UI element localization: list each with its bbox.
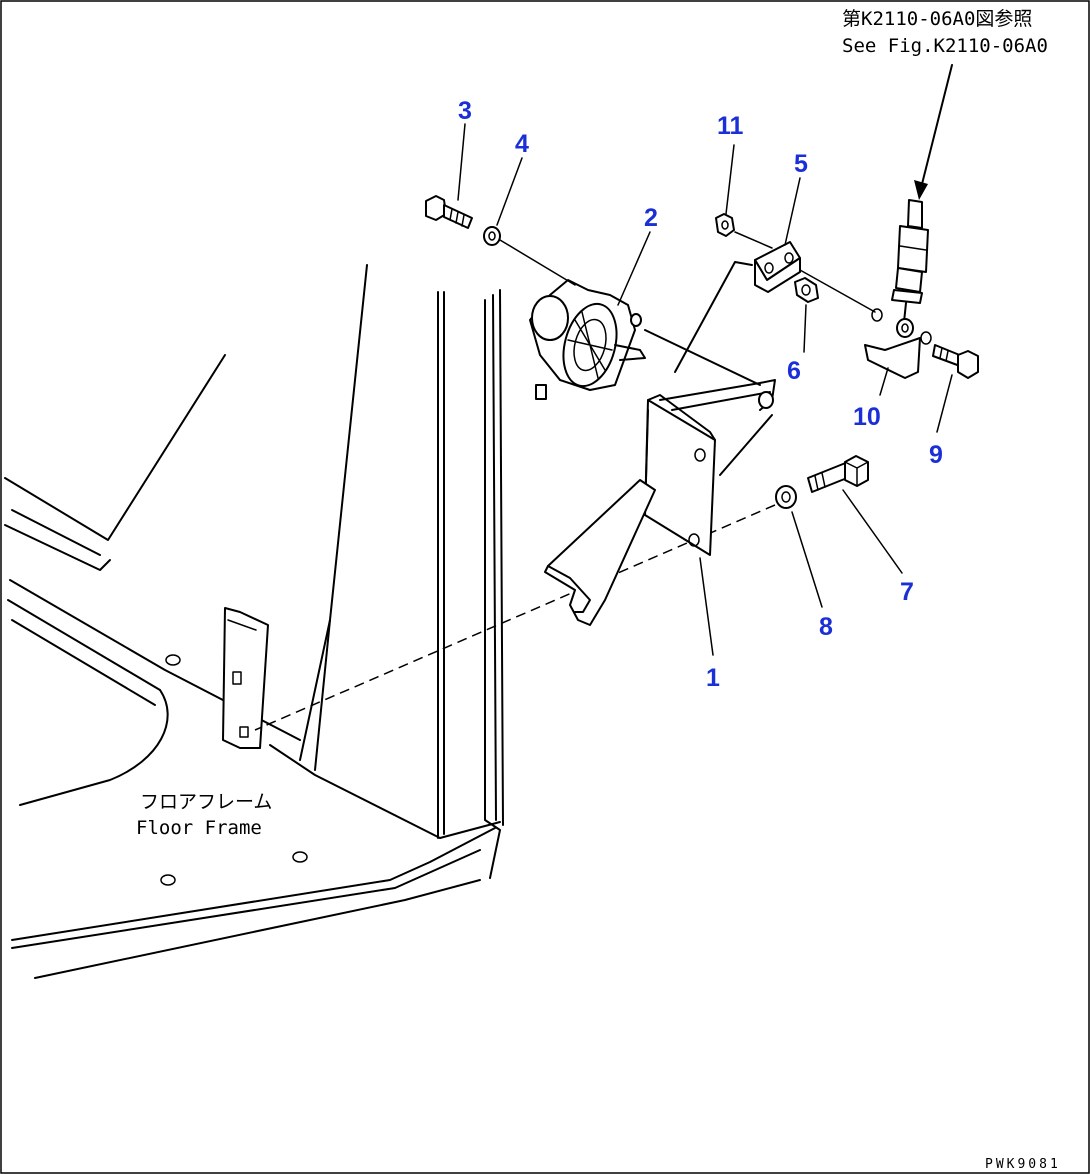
part-number-10: 10 xyxy=(853,403,881,431)
part-number-2: 2 xyxy=(644,204,658,232)
part-number-6: 6 xyxy=(787,357,801,385)
part-number-7: 7 xyxy=(900,578,914,606)
reference-arrow xyxy=(914,64,953,200)
motor-assembly xyxy=(529,279,646,400)
drawing-code: PWK9081 xyxy=(985,1157,1061,1172)
part-number-5: 5 xyxy=(794,150,808,178)
link-rod xyxy=(644,261,773,476)
part-number-4: 4 xyxy=(515,130,529,158)
alignment-line xyxy=(254,504,776,731)
reference-note-japanese: 第K2110-06A0図参照 xyxy=(842,8,1032,30)
floor-frame-label-japanese: フロアフレーム xyxy=(140,791,272,813)
part-number-3: 3 xyxy=(458,97,472,125)
part-number-labels: 1 2 3 4 5 6 7 8 9 10 11 xyxy=(458,97,943,692)
washer-4 xyxy=(483,226,501,246)
bolt-3-axis-line xyxy=(499,239,576,286)
nut-6 xyxy=(794,277,819,303)
bolt-9 xyxy=(932,344,979,379)
part-number-1: 1 xyxy=(706,664,720,692)
reference-note-english: See Fig.K2110-06A0 xyxy=(842,35,1048,57)
nut-11-axis-line xyxy=(734,231,773,249)
floor-frame-label: フロアフレーム Floor Frame xyxy=(136,791,272,839)
bracket xyxy=(544,379,776,626)
floor-frame-structure xyxy=(4,264,504,979)
part-number-8: 8 xyxy=(819,613,833,641)
part-number-9: 9 xyxy=(929,441,943,469)
clamp-axis-line xyxy=(799,269,876,313)
floor-frame-label-english: Floor Frame xyxy=(136,817,262,839)
control-cable xyxy=(891,199,929,338)
bolt-3 xyxy=(425,195,473,229)
nut-11 xyxy=(715,213,735,237)
leader-lines xyxy=(457,123,953,656)
bolt-7 xyxy=(807,455,869,493)
plate-10 xyxy=(864,308,932,379)
washer-8 xyxy=(775,485,797,509)
part-number-11: 11 xyxy=(717,112,744,140)
reference-note: 第K2110-06A0図参照 See Fig.K2110-06A0 xyxy=(842,8,1048,57)
clamp-5 xyxy=(754,241,801,293)
